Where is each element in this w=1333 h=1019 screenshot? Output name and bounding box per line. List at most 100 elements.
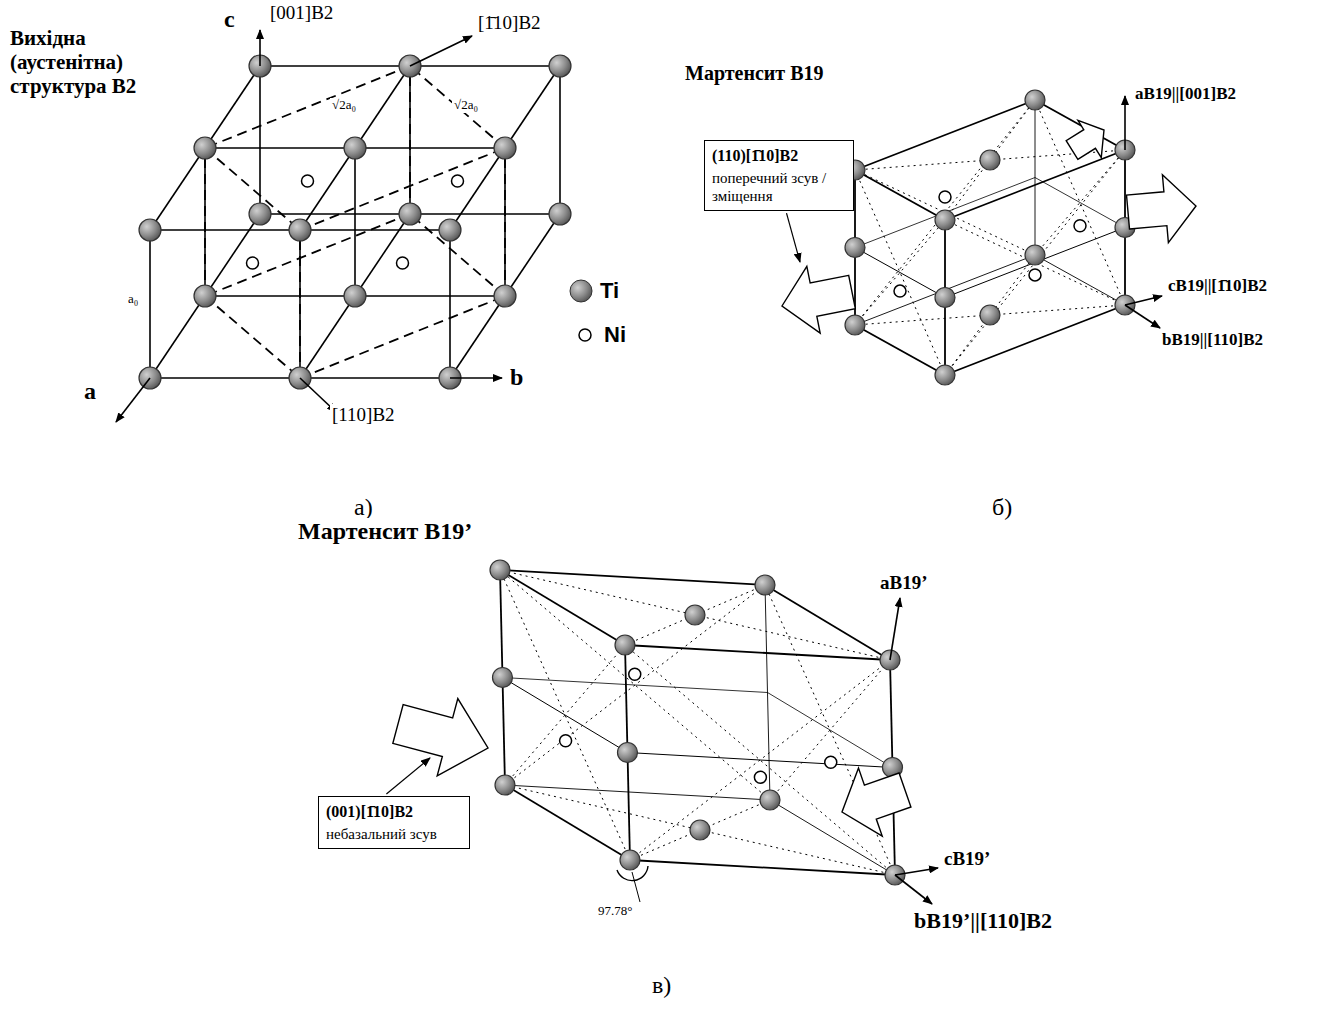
ti-atom xyxy=(490,560,510,580)
axis-label: 97.78° xyxy=(596,904,634,919)
cell-edge xyxy=(625,645,890,660)
b19-cell-outline xyxy=(205,214,410,296)
axis-label: bB19’||[110]B2 xyxy=(912,908,1054,933)
face-diagonal xyxy=(1035,100,1125,305)
cell-edge xyxy=(500,570,625,645)
ti-atom xyxy=(494,285,516,307)
ti-atom xyxy=(615,635,635,655)
b19-cell-outline xyxy=(410,66,505,148)
ni-atom xyxy=(894,285,906,297)
face-diagonal xyxy=(855,170,945,375)
ti-atom xyxy=(935,210,955,230)
ti-atom xyxy=(685,605,705,625)
axis-arrow xyxy=(1125,296,1162,305)
cell-edge xyxy=(855,325,945,375)
axis-label: a₀ xyxy=(126,292,140,307)
face-diagonal xyxy=(855,305,1125,325)
ti-atom xyxy=(618,743,638,763)
lattice-line xyxy=(945,228,1125,298)
axis-arrow xyxy=(1125,305,1160,328)
legend-text: Ni xyxy=(604,322,626,348)
axis-label: b xyxy=(508,364,525,392)
axis-label: a xyxy=(82,378,98,406)
ni-atom xyxy=(939,191,951,203)
face-diagonal xyxy=(945,220,1125,305)
ni-atom xyxy=(629,668,641,680)
b19-cell-outline xyxy=(204,148,206,296)
callout-box: (001)[1̄10]B2небазальний зсув xyxy=(318,796,470,849)
ni-atom xyxy=(397,257,409,269)
face-diagonal xyxy=(625,585,765,645)
ti-atom xyxy=(495,775,515,795)
axis-label: bB19||[110]B2 xyxy=(1160,330,1265,350)
panel-title: Мартенсит B19’ xyxy=(296,518,474,546)
lattice-line xyxy=(149,230,151,378)
face-diagonal xyxy=(1035,150,1125,255)
lattice-line xyxy=(503,678,628,753)
lattice-line xyxy=(204,148,206,296)
cell-edge xyxy=(630,860,895,875)
legend-item: Ti xyxy=(568,278,619,304)
ti-atom xyxy=(549,55,571,77)
lattice-line xyxy=(505,785,770,800)
b19-cell-outline xyxy=(205,148,300,230)
face-diagonal xyxy=(630,800,770,860)
shear-system: (001)[1̄10]B2 xyxy=(326,802,462,821)
axis-label: aB19’ xyxy=(878,572,930,594)
axis-label: [001]B2 xyxy=(268,2,335,24)
face-diagonal xyxy=(855,100,1035,325)
legend-item: Ni xyxy=(572,322,626,348)
face-diagonal xyxy=(855,220,945,325)
ti-atom xyxy=(690,820,710,840)
ni-atom xyxy=(1074,220,1086,232)
ti-atom xyxy=(1025,90,1045,110)
lattice-line xyxy=(628,753,893,768)
leader-line xyxy=(386,758,430,794)
axis-arrow xyxy=(450,377,502,379)
lattice-line xyxy=(768,693,893,768)
ti-atom xyxy=(980,150,1000,170)
ti-atom xyxy=(494,137,516,159)
shear-arrow xyxy=(1066,120,1104,159)
cell-edge xyxy=(945,305,1125,375)
shear-arrow xyxy=(782,266,855,333)
axis-label: aB19||[001]B2 xyxy=(1133,84,1238,104)
axis-label: cB19||[1̄10]B2 xyxy=(1166,276,1269,296)
ti-atom xyxy=(194,285,216,307)
panel-title: Мартенсит B19 xyxy=(683,62,826,85)
legend-text: Ti xyxy=(600,278,619,304)
ti-atom xyxy=(845,238,865,258)
ti-atom xyxy=(344,285,366,307)
ti-atom xyxy=(549,203,571,225)
cell-edge xyxy=(855,100,1035,170)
axis-arrow xyxy=(116,378,150,422)
shear-arrow xyxy=(393,699,488,776)
panel-title: Вихідна (аустенітна) структура B2 xyxy=(8,26,177,98)
ti-atom xyxy=(980,305,1000,325)
shear-description: поперечний зсув / зміщення xyxy=(712,169,846,205)
cell-edge xyxy=(765,585,890,660)
face-diagonal xyxy=(500,570,630,860)
ti-atom xyxy=(139,219,161,241)
ti-atom xyxy=(493,668,513,688)
ni-atom xyxy=(560,735,572,747)
axis-arrow xyxy=(1124,96,1126,150)
ti-atom xyxy=(760,790,780,810)
axis-label: [1̄10]B2 xyxy=(476,12,543,34)
legend-circle xyxy=(579,329,591,341)
ti-atom xyxy=(755,575,775,595)
ti-atom xyxy=(845,315,865,335)
leader-line xyxy=(787,213,801,262)
axis-arrow xyxy=(259,30,261,66)
lattice-line xyxy=(855,248,945,298)
leader-line xyxy=(632,872,640,902)
shear-arrow xyxy=(842,768,911,836)
legend-sample xyxy=(568,278,594,304)
b19-cell-outline xyxy=(410,214,505,296)
face-diagonal xyxy=(500,570,770,800)
lattice-line xyxy=(299,230,301,378)
lattice-line xyxy=(1035,255,1125,305)
face-diagonal xyxy=(625,645,895,875)
ni-atom xyxy=(302,175,314,187)
